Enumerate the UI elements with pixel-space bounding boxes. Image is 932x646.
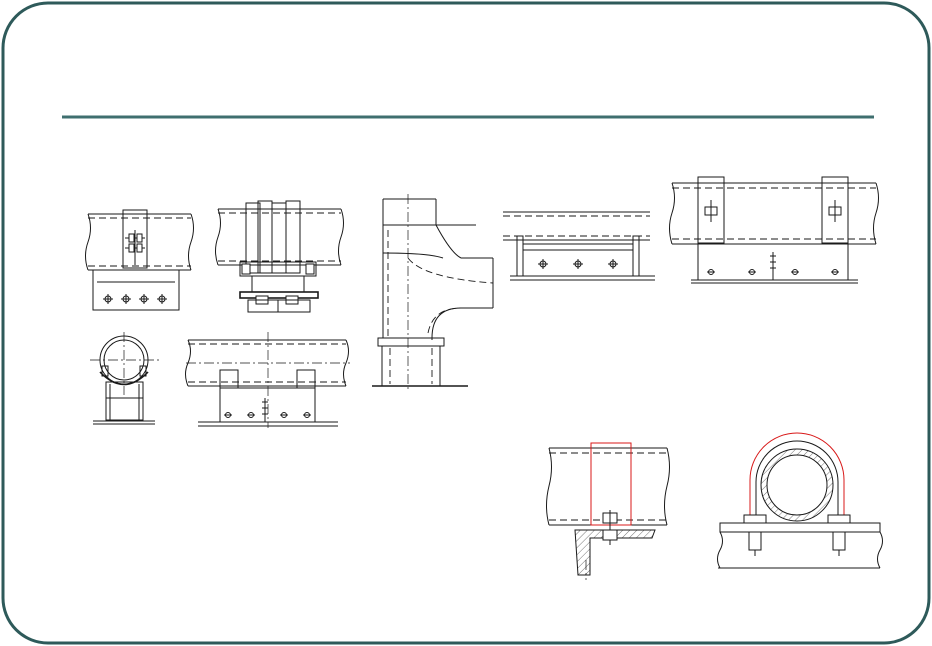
pipe-shoe-long: [669, 176, 879, 284]
pipe-clamp-side-view: [85, 209, 194, 311]
u-clamp-end-view: [90, 332, 160, 425]
pipe-shoe-front-view: [185, 332, 350, 428]
double-strap-support: [215, 200, 344, 313]
strap-detail-section: [546, 442, 670, 580]
u-bolt-detail-section: [717, 432, 883, 569]
shoe-bolt-icons: [103, 294, 167, 304]
pipe-shoe-short: [503, 211, 655, 281]
elbow-support: [372, 194, 494, 392]
